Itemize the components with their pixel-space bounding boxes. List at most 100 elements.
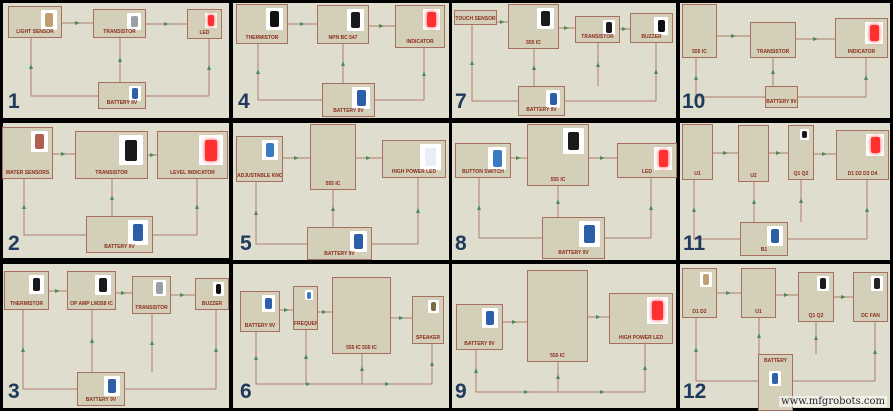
panel-number: 9 <box>455 380 467 403</box>
block-high-power-led: HIGH POWER LED <box>382 140 446 178</box>
block-555-ic: 555 IC <box>527 270 588 362</box>
arrow-icon <box>512 320 517 324</box>
block-buzzer: BUZZER <box>195 278 229 310</box>
led-component-icon <box>423 9 440 30</box>
arrow-icon <box>366 156 371 160</box>
arrow-icon <box>516 156 521 160</box>
block-label: LEVEL INDICATOR <box>170 170 215 176</box>
arrow-icon <box>723 151 728 155</box>
block-label: 555 IC <box>550 177 566 183</box>
arrow-icon <box>757 333 761 338</box>
block-label: TOUCH SENSOR <box>455 16 496 22</box>
arrow-icon <box>300 22 305 26</box>
chip-component-icon <box>800 129 809 140</box>
block-transistor: TRANSISTOR <box>93 9 146 38</box>
chip-component-icon <box>95 275 111 295</box>
arrow-icon <box>752 199 756 204</box>
arrow-icon <box>776 151 781 155</box>
block-battery: BATTERY <box>758 354 793 411</box>
arrow-icon <box>649 205 653 210</box>
block-label: THERMISTOR <box>10 301 43 307</box>
block-battery-9v: BATTERY 9V <box>86 216 153 253</box>
arrow-icon <box>254 355 258 360</box>
block-555-ic: 555 IC <box>682 4 717 58</box>
arrow-icon <box>822 152 827 156</box>
block-battery-9v: BATTERY 9V <box>307 227 372 260</box>
block-label: BUZZER <box>201 301 223 307</box>
arrow-icon <box>771 69 775 74</box>
block-label: INDICATOR <box>847 49 876 55</box>
block-label: TRANSISTOR <box>103 29 136 35</box>
arrow-icon <box>422 71 426 76</box>
panel-number: 5 <box>240 232 252 255</box>
block-label: B1 <box>760 247 768 253</box>
block-label: WATER SENSORS <box>5 170 50 176</box>
block-label: ADJUSTABLE KNOB <box>237 173 282 179</box>
chip-component-icon <box>817 276 829 291</box>
knob-component-icon <box>262 140 278 160</box>
arrow-icon <box>118 57 122 62</box>
arrow-icon <box>799 198 803 203</box>
arrow-icon <box>385 382 390 386</box>
bat-component-icon <box>767 226 783 246</box>
block-frequency-knob: FREQUENCY KNOB <box>293 286 318 330</box>
bat-component-icon <box>482 308 498 328</box>
knob-component-icon <box>488 147 506 170</box>
block-label: BUTTON SWITCH <box>462 169 504 175</box>
block-label: INDICATOR <box>406 39 434 45</box>
tool-component-icon <box>127 13 141 30</box>
bat-component-icon <box>350 231 367 252</box>
arrow-icon <box>21 347 25 352</box>
block-d1-d2: D1 D2 <box>682 268 717 318</box>
panel-number: 2 <box>8 232 20 255</box>
arrow-icon <box>694 347 698 352</box>
arrow-icon <box>600 390 605 394</box>
arrow-icon <box>195 204 199 209</box>
bat-component-icon <box>104 376 120 396</box>
sensor-component-icon <box>41 10 57 30</box>
panel-number: 8 <box>455 232 467 255</box>
arrow-icon <box>90 338 94 343</box>
block-b1: B1 <box>740 222 788 256</box>
arrow-icon <box>600 156 605 160</box>
buzz-component-icon <box>654 17 668 35</box>
block-speaker: SPEAKER <box>412 296 444 344</box>
block-u1: U1 <box>741 268 776 318</box>
panel-number: 4 <box>238 90 250 113</box>
block-label: TRANSISTOR <box>135 305 168 311</box>
block-label: OP AMP LM358 IC <box>70 301 113 307</box>
block-555-ic: 555 IC <box>310 124 356 190</box>
arrow-icon <box>399 316 404 320</box>
wire <box>478 178 542 239</box>
arrow-icon <box>150 153 155 157</box>
fan-component-icon <box>871 276 883 291</box>
block-label: BATTERY 9V <box>464 341 495 347</box>
block-label: BATTERY 9V <box>104 244 135 250</box>
arrow-icon <box>341 61 345 66</box>
led-component-icon <box>654 147 672 170</box>
arrow-icon <box>726 291 731 295</box>
block-label: 555 IC <box>692 49 707 55</box>
block-button-switch: BUTTON SWITCH <box>455 143 511 178</box>
wire <box>695 318 758 382</box>
arrow-icon <box>873 349 877 354</box>
block-battery-9v: BATTERY 9V <box>518 86 565 116</box>
arrow-icon <box>164 22 169 26</box>
panel-number: 7 <box>455 90 467 113</box>
arrow-icon <box>622 27 627 31</box>
block-battery-9v: BATTERY 9V <box>322 83 375 117</box>
block-label: BATTERY 9V <box>244 323 276 329</box>
block-led: LED <box>187 9 222 39</box>
block-label: Q1 Q2 <box>793 171 809 177</box>
arrow-icon <box>470 60 474 65</box>
arrow-icon <box>556 374 560 379</box>
block-d1-d2-d3-d4: D1 D2 D3 D4 <box>836 130 889 180</box>
block-label: 555 IC <box>550 353 565 359</box>
panel-number: 10 <box>682 90 706 113</box>
tool-component-icon <box>153 280 166 296</box>
arrow-icon <box>256 69 260 74</box>
wire <box>257 44 322 101</box>
panel-number: 3 <box>8 380 20 403</box>
wire <box>475 350 645 393</box>
chip-component-icon <box>347 9 364 31</box>
